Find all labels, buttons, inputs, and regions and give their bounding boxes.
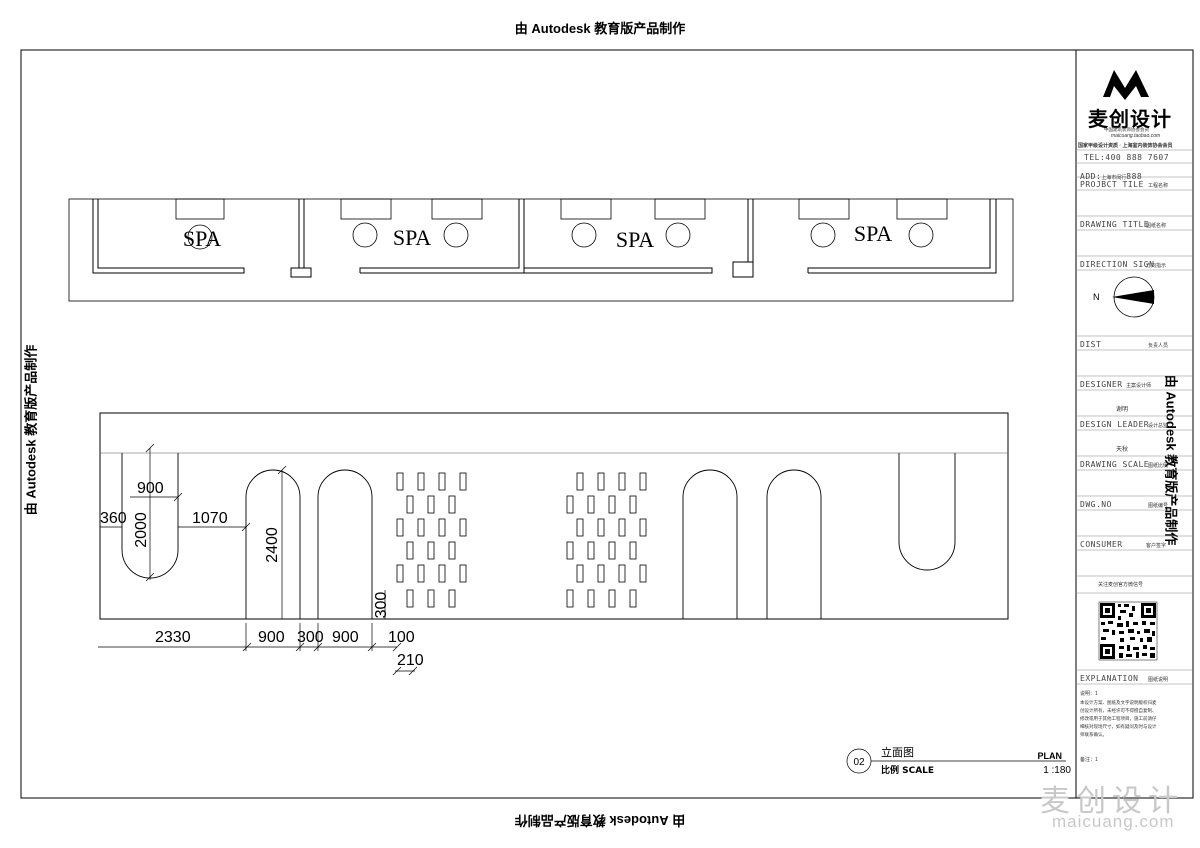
spa-label-3: SPA [616,227,654,252]
arch-2 [317,469,373,619]
drawing-scale-cn: 比例 SCALE [881,764,934,776]
project-title-value: 工程名称 [1148,183,1169,189]
autodesk-watermark-top: 由 Autodesk 教育版产品制作 [514,21,686,36]
dist-label: DIST [1080,340,1102,349]
north-label: N [1093,292,1100,302]
dim-900-vertical: 900 [137,480,164,497]
spa-elevation [99,412,1009,620]
room-4-basin-a [810,222,836,248]
notes-head: 说明：1 [1080,691,1098,697]
slot-pattern-left [396,472,467,608]
drawing-title-cn: 立面图 [881,745,914,759]
dim-300-horizontal: 300 [297,629,324,646]
designer-name: 谢明 [1116,407,1129,413]
dim-2400: 2400 [264,527,281,563]
arch-1 [245,469,301,619]
direction-sign-value: 方向指示 [1146,263,1167,269]
corner-brand-watermark: 麦创设计 [1040,784,1184,819]
dim-1070: 1070 [192,510,228,527]
dimension-lines [98,443,418,676]
drawing-scale-label: DRAWING SCALE [1080,460,1150,469]
drawing-title-value: 图纸名称 [1146,223,1167,229]
dim-900-a: 900 [258,629,285,646]
dim-360: 360 [100,510,127,527]
qr-caption: 关注麦创官方微信号 [1098,582,1144,588]
room-4-basin-b [908,222,934,248]
room-4-bench-a [798,198,850,220]
drawing-title-en: PLAN [1038,751,1063,761]
direction-sign-label: DIRECTION SIGN [1080,260,1155,269]
explanation-value: 图纸说明 [1148,677,1169,683]
room-2-basin-a [352,222,378,248]
room-1-wall [92,199,245,274]
north-arrow-icon [1112,276,1155,318]
notes-foot: 备注：1 [1080,757,1098,763]
dimension-text: 900 2000 360 2400 300 1070 2330 900 300 … [100,480,424,669]
u-niche-right [898,453,956,571]
dim-100: 100 [388,629,415,646]
spa-label-2: SPA [393,225,431,250]
qr-code-icon [1098,601,1158,661]
drawing-frame [20,49,1194,799]
room-3-basin-a [571,222,597,248]
title-block-rules [1076,149,1193,685]
consumer-label: CONSUMER [1080,540,1123,549]
drawing-number: 02 [853,757,865,768]
tel-field: TEL:400 888 7607 [1084,153,1170,162]
dwg-no-value: 图纸编号 [1148,503,1169,509]
slot-pattern-right [566,472,647,608]
dim-2330: 2330 [155,629,191,646]
dim-300-vertical: 300 [373,592,390,619]
dim-2000-vertical: 2000 [133,512,150,548]
notes-body: 本设计方案、图纸及文字说明版权归麦创设计所有，未经许可不得擅自复制、修改或用于其… [1080,700,1157,737]
consumer-value: 客户签字 [1146,543,1167,549]
room-2-bench-a [340,198,392,220]
drawing-scale-value: 1 :180 [1043,765,1071,776]
elevation-outline [99,412,1009,620]
dim-210: 210 [397,652,424,669]
brand-name: 麦创设计 [1088,107,1172,131]
room-2-basin-b [443,222,469,248]
dwg-no-label: DWG.NO [1080,500,1112,509]
brand-sub: maicuang.taobao.com [1111,133,1161,139]
drawing-scale-value-field: 图纸比例 [1148,463,1169,469]
dim-900-b: 900 [332,629,359,646]
explanation-label: EXPLANATION [1080,674,1139,683]
plan-outline [68,198,1014,302]
designer-value: 主案设计师 [1126,383,1152,389]
room-3-bench-a [560,198,612,220]
room-3-basin-b [665,222,691,248]
room-1-bench [175,198,225,220]
design-leader-value: 设计总监 [1148,423,1169,429]
corner-url-watermark: maicuang.com [1052,812,1175,831]
arch-4 [766,469,822,619]
column-2 [732,261,754,278]
room-2-wall [359,199,525,274]
spa-label-1: SPA [183,226,221,251]
drawing-title-label: DRAWING TITLE [1080,220,1150,229]
design-leader-name: 天秋 [1116,447,1129,453]
project-title-label: PROJBCT TILE [1080,180,1144,189]
designer-label: DESIGNER [1080,380,1123,389]
dist-value: 负责人员 [1148,343,1169,349]
spa-label-4: SPA [854,221,892,246]
spa-floor-plan [68,198,1014,302]
design-leader-label: DESIGN LEADER [1080,420,1150,429]
drawing-label [846,748,1066,774]
address-field: ADD:上海市闵行888 [1080,172,1143,181]
brand-logo-m-icon [1103,70,1149,100]
brand-tagline-2: 国家甲级设计资质 · 上海室内装饰协会会员 [1078,143,1173,149]
room-3-wall [524,267,713,274]
arch-3 [682,469,738,619]
room-2-bench-b [431,198,483,220]
brand-tagline: 中国建筑装饰协会会员 [1104,127,1149,132]
spa-room-labels: SPA SPA SPA SPA [183,221,892,252]
room-3-bench-b [654,198,706,220]
room-1-basin [187,224,213,250]
room-4-wall [807,199,997,274]
room-4-bench-b [896,198,948,220]
column-1 [290,267,312,278]
